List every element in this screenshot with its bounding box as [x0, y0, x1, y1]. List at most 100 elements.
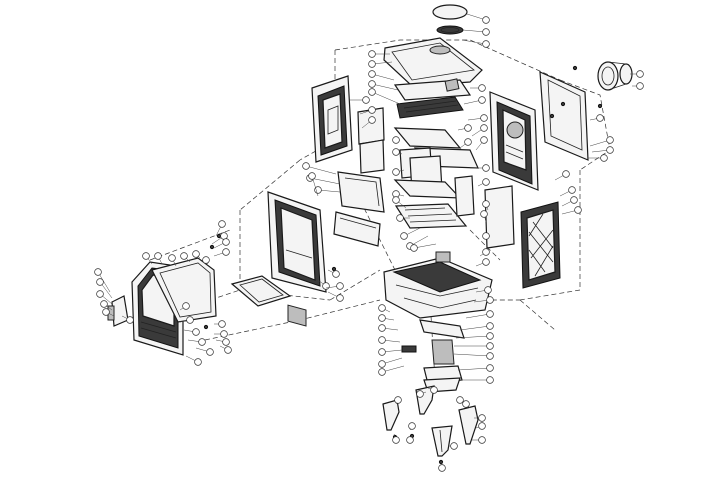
callout-circle	[154, 252, 162, 260]
callout-circle	[480, 136, 488, 144]
callout-circle	[464, 138, 472, 146]
callout-leader	[305, 165, 337, 175]
front-door	[107, 257, 217, 356]
left-side-panel	[311, 75, 353, 163]
callout-circle	[482, 248, 490, 256]
callout-circle	[416, 390, 424, 398]
callout-circle	[430, 386, 438, 394]
callout-circle	[394, 396, 402, 404]
callout-circle	[368, 80, 376, 88]
flue-collar	[597, 61, 633, 91]
callout-circle	[142, 252, 150, 260]
callout-circle	[480, 114, 488, 122]
callout-circle	[486, 322, 494, 330]
callout-circle	[224, 346, 232, 354]
callout-circle	[600, 154, 608, 162]
callout-circle	[378, 368, 386, 376]
callout-circle	[482, 28, 490, 36]
callout-circle	[218, 320, 226, 328]
callout-circle	[336, 282, 344, 290]
callout-circle	[478, 436, 486, 444]
throat-plate	[337, 171, 385, 213]
callout-circle	[486, 376, 494, 384]
callout-circle	[362, 96, 370, 104]
callout-circle	[322, 282, 330, 290]
callout-circle	[606, 146, 614, 154]
callout-circle	[482, 258, 490, 266]
leg-rear-left	[382, 399, 400, 431]
callout-leader	[461, 39, 487, 45]
callout-circle	[410, 244, 418, 252]
grate-tray	[394, 203, 468, 229]
callout-circle	[96, 290, 104, 298]
callout-circle	[368, 106, 376, 114]
callout-circle	[378, 336, 386, 344]
callout-circle	[220, 330, 228, 338]
callout-circle	[596, 114, 604, 122]
callout-circle	[96, 278, 104, 286]
callout-circle	[450, 442, 458, 450]
callout-circle	[308, 172, 316, 180]
callout-circle	[392, 136, 400, 144]
callout-circle	[392, 436, 400, 444]
callout-circle	[392, 148, 400, 156]
callout-leader	[465, 313, 491, 319]
callout-circle	[336, 294, 344, 302]
callout-circle	[482, 40, 490, 48]
callout-leader	[457, 367, 491, 371]
callout-circle	[100, 300, 108, 308]
callout-circle	[396, 214, 404, 222]
callout-circle	[478, 414, 486, 422]
callout-leader	[309, 177, 341, 185]
callout-circle	[480, 124, 488, 132]
callout-leader	[97, 271, 111, 293]
right-side-panel	[520, 201, 561, 289]
callout-circle	[478, 422, 486, 430]
right-fire-brick	[484, 185, 515, 249]
callout-circle	[94, 268, 102, 276]
callout-circle	[222, 238, 230, 246]
callout-circle	[636, 82, 644, 90]
callout-circle	[194, 358, 202, 366]
callout-circle	[486, 342, 494, 350]
callout-leader	[371, 73, 395, 81]
callout-circle	[378, 304, 386, 312]
callout-circle	[568, 186, 576, 194]
callout-circle	[186, 316, 194, 324]
callout-circle	[314, 186, 322, 194]
callout-circle	[182, 302, 190, 310]
callout-circle	[408, 422, 416, 430]
callout-circle	[368, 60, 376, 68]
callout-circle	[392, 168, 400, 176]
callout-circle	[438, 464, 446, 472]
callout-circle	[218, 220, 226, 228]
top-plate-assembly	[383, 4, 483, 119]
callout-circle	[102, 308, 110, 316]
callout-circle	[486, 352, 494, 360]
callout-circle	[302, 162, 310, 170]
callout-circle	[478, 96, 486, 104]
callout-circle	[192, 250, 200, 258]
leg-front-right	[458, 405, 479, 445]
callout-circle	[482, 16, 490, 24]
fire-bricks-left	[337, 107, 385, 213]
callout-circle	[378, 348, 386, 356]
leg-front-centre	[431, 425, 453, 457]
callout-leader	[453, 353, 491, 357]
ash-pan	[230, 275, 292, 307]
hotplate-cover	[432, 4, 468, 20]
callout-circle	[378, 324, 386, 332]
callout-circle	[222, 248, 230, 256]
internal-components	[333, 127, 515, 249]
callout-leader	[455, 335, 491, 339]
callout-circle	[168, 254, 176, 262]
callout-circle	[392, 196, 400, 204]
callout-circle	[486, 332, 494, 340]
callout-leader	[459, 325, 491, 331]
callout-leader	[371, 83, 399, 91]
callout-circle	[332, 270, 340, 278]
callout-circle	[400, 232, 408, 240]
callout-circle	[464, 124, 472, 132]
